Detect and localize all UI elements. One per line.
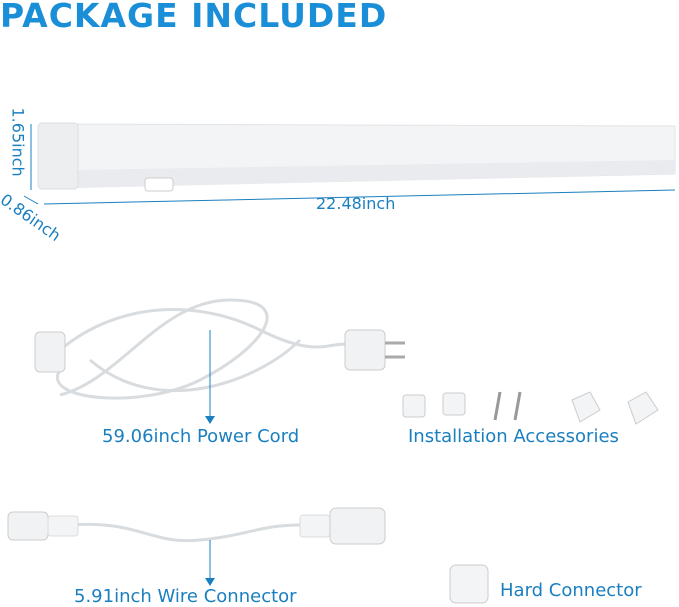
dimension-lines [23,124,676,205]
switch-icon [144,177,174,192]
installation-accessories [402,391,659,425]
height-dimension: 1.65inch [8,107,28,177]
power-cord [56,298,351,400]
length-dimension: 22.48inch [316,194,396,213]
power-cord-label: 59.06inch Power Cord [102,426,300,447]
led-light-bar [37,122,676,192]
wire-connector [7,507,386,586]
hard-connector-label: Hard Connector [500,580,642,601]
page-title: PACKAGE INCLUDED [0,0,388,35]
wire-connector-label: 5.91inch Wire Connector [74,586,297,607]
accessories-label: Installation Accessories [408,426,619,447]
plug-icon [344,329,386,371]
hard-connector-icon [449,564,489,604]
